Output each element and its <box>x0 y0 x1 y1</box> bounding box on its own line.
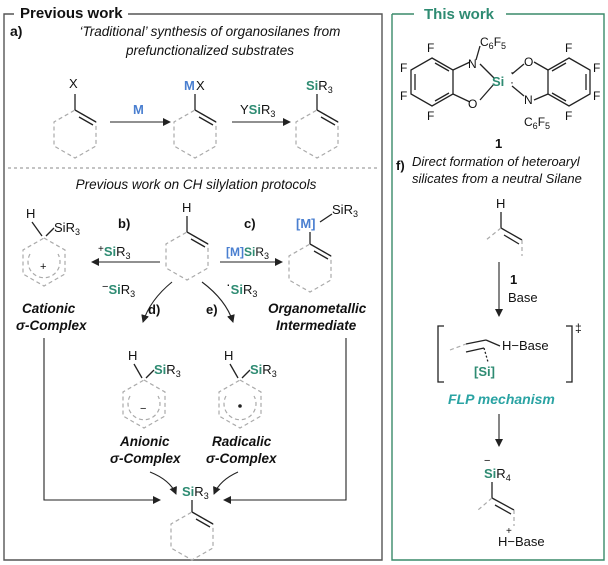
radicalic-label-1: Radicalic <box>212 434 272 449</box>
aryl-metal: M X <box>173 78 217 159</box>
arrow-anionic-to-product <box>149 471 177 495</box>
label-c: c) <box>244 216 256 231</box>
svg-text:H: H <box>26 206 35 221</box>
flp-mechanism-label: FLP mechanism <box>448 391 555 407</box>
svg-text:F: F <box>400 61 407 75</box>
svg-text:H: H <box>496 196 505 211</box>
svg-text:F: F <box>400 89 407 103</box>
arrow-cationic-to-product <box>43 338 161 504</box>
svg-text:F: F <box>593 89 600 103</box>
cationic-complex: H SiR3 + <box>22 206 80 287</box>
label-d: d) <box>148 302 160 317</box>
svg-text:C6F5: C6F5 <box>524 115 550 131</box>
arrow-organometallic-to-product <box>223 338 347 504</box>
svg-text:N: N <box>468 57 477 71</box>
svg-text:H−Base: H−Base <box>502 338 549 353</box>
left-panel-title: Previous work <box>20 5 123 22</box>
protonated-base: H−Base <box>498 534 545 549</box>
aryl-halide: X <box>53 76 97 159</box>
left-panel-border <box>3 13 383 561</box>
svg-text:H: H <box>128 348 137 363</box>
svg-text:N: N <box>524 93 533 107</box>
reagent-d: −SiR3 <box>102 281 135 299</box>
svg-text:O: O <box>468 97 477 111</box>
arrow-label-compound: 1 <box>510 272 517 287</box>
svg-text:H: H <box>182 200 191 215</box>
right-panel-title: This work <box>424 6 495 23</box>
aryl-silane-product: SiR3 <box>170 484 214 561</box>
arrow-e <box>201 281 235 323</box>
label-b: b) <box>118 216 130 231</box>
heteroarene-start: H <box>485 196 523 256</box>
svg-text:O: O <box>524 55 533 69</box>
svg-text:+: + <box>40 261 46 273</box>
svg-text:SiR3: SiR3 <box>54 220 80 237</box>
traditional-subtitle-2: prefunctionalized substrates <box>125 43 294 58</box>
svg-text:·: · <box>510 65 514 79</box>
svg-text:−: − <box>140 403 146 415</box>
organometallic-label-2: Intermediate <box>276 318 357 333</box>
compound-1-structure: N O C6F5 Si · · O N C6F5 F F F F F F F F <box>400 35 600 131</box>
aryl-silane-1: SiR3 <box>295 78 339 159</box>
left-panel: a) Previous work ‘Traditional’ synthesis… <box>3 5 383 561</box>
svg-text:X: X <box>196 78 205 93</box>
anionic-complex: H SiR3 − <box>122 348 181 429</box>
svg-text:[Si]: [Si] <box>474 364 495 379</box>
right-panel-border <box>391 13 605 561</box>
svg-text:M: M <box>184 78 195 93</box>
reagent-c: [M]SiR3 <box>226 245 269 261</box>
this-work-desc-1: Direct formation of heteroaryl <box>412 154 581 169</box>
arrow-d <box>141 281 173 323</box>
svg-text:SiR3: SiR3 <box>154 362 181 379</box>
svg-text:SiR3: SiR3 <box>250 362 277 379</box>
svg-text:·: · <box>510 75 514 89</box>
organometallic-intermediate: [M] SiR3 <box>288 202 358 293</box>
svg-text:‡: ‡ <box>575 321 582 335</box>
compound-number-1: 1 <box>495 136 502 151</box>
silicate-product: − SiR4 <box>477 455 515 526</box>
ch-silylation-title: Previous work on CH silylation protocols <box>76 177 317 192</box>
transition-state: ‡ H−Base [Si] <box>437 321 582 383</box>
svg-text:F: F <box>427 109 434 123</box>
svg-text:SiR4: SiR4 <box>484 466 511 483</box>
protonated-base-plus: + <box>506 526 512 537</box>
organometallic-label-1: Organometallic <box>268 301 367 316</box>
svg-text:F: F <box>565 109 572 123</box>
svg-text:F: F <box>565 41 572 55</box>
anionic-label-1: Anionic <box>119 434 170 449</box>
reagent-m: M <box>133 102 144 117</box>
svg-text:H: H <box>224 348 233 363</box>
svg-text:X: X <box>69 76 78 91</box>
anionic-label-2: σ-Complex <box>110 451 181 466</box>
arrow-radicalic-to-product <box>213 471 239 495</box>
svg-text:[M]: [M] <box>296 216 316 231</box>
label-f: f) <box>396 158 405 173</box>
right-panel: This work N O C6F5 Si · · O N C6F5 <box>391 6 605 561</box>
svg-text:−: − <box>484 455 490 467</box>
traditional-subtitle-1: ‘Traditional’ synthesis of organosilanes… <box>80 24 341 39</box>
label-a: a) <box>10 23 22 39</box>
central-arene: H <box>165 200 209 281</box>
reagent-e: ·SiR3 <box>226 276 257 299</box>
svg-text:F: F <box>427 41 434 55</box>
this-work-desc-2: silicates from a neutral Silane <box>412 171 582 186</box>
reagent-ysir3: YSiR3 <box>240 102 275 119</box>
svg-text:Si: Si <box>492 74 504 89</box>
radicalic-label-2: σ-Complex <box>206 451 277 466</box>
cationic-label-1: Cationic <box>22 301 76 316</box>
reagent-b: +SiR3 <box>98 244 131 261</box>
cationic-label-2: σ-Complex <box>16 318 87 333</box>
label-e: e) <box>206 302 218 317</box>
svg-text:F: F <box>593 61 600 75</box>
svg-text:SiR3: SiR3 <box>332 202 358 219</box>
svg-text:SiR3: SiR3 <box>182 484 209 501</box>
radicalic-complex: H SiR3 <box>218 348 277 429</box>
arrow-label-base: Base <box>508 290 538 305</box>
svg-text:SiR3: SiR3 <box>306 78 333 95</box>
svg-text:C6F5: C6F5 <box>480 35 506 51</box>
